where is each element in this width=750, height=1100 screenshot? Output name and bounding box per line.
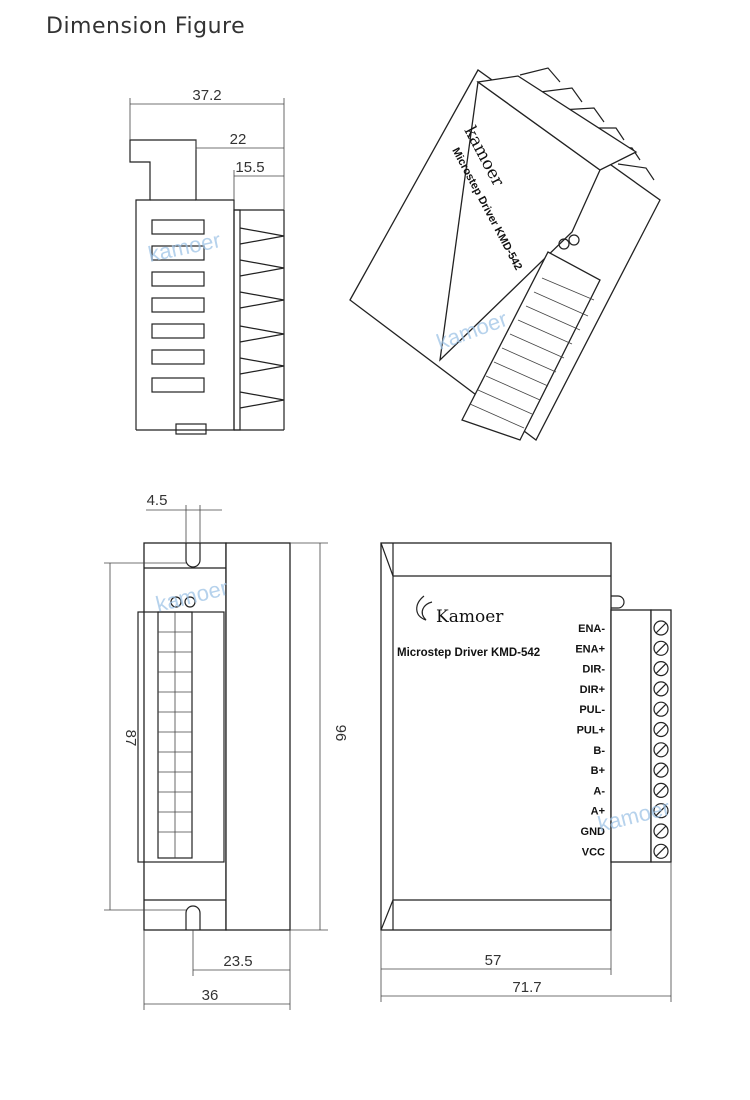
terminal-screw-slot xyxy=(655,805,667,817)
terminal-labels: ENA- ENA+ DIR- DIR+ PUL- PUL+ B- B+ A- A+ GND VCC xyxy=(575,623,605,858)
terminal-screw xyxy=(653,701,669,717)
terminal-screw-slot xyxy=(655,764,667,776)
terminal-screw-slot xyxy=(655,724,667,735)
isometric-view: kamoer Microstep Driver KMD-542 kamoer xyxy=(349,67,661,441)
front-view: 4.5 87 96 23.5 36 kamoer xyxy=(104,492,349,1010)
terminal-screw-slot xyxy=(655,703,667,715)
terminal-screw xyxy=(653,782,669,799)
terminal-label: ENA- xyxy=(578,623,605,635)
model-label: Microstep Driver KMD-542 xyxy=(397,647,540,659)
terminal-label: PUL+ xyxy=(577,725,605,737)
top-view: Kamoer Microstep Driver KMD-542 ENA- ENA+… xyxy=(380,542,672,1002)
terminal-screw-slot xyxy=(655,784,667,796)
terminal-label: GND xyxy=(581,826,606,838)
dim-side-body-width: 22 xyxy=(230,131,247,148)
terminal-screw xyxy=(653,762,669,778)
dim-front-height: 96 xyxy=(332,725,349,742)
dim-side-fin-width: 15.5 xyxy=(235,159,264,176)
terminal-label: B+ xyxy=(591,765,605,777)
terminal-label: B- xyxy=(593,745,605,757)
terminal-screw xyxy=(653,640,669,656)
terminal-screw xyxy=(653,823,669,839)
terminal-screw xyxy=(653,803,669,819)
dim-top-body-width: 57 xyxy=(485,952,502,969)
terminal-screw-slot xyxy=(655,845,667,857)
terminal-label: DIR+ xyxy=(580,684,605,696)
terminal-label: ENA+ xyxy=(575,643,605,655)
terminal-screw xyxy=(653,660,669,677)
terminal-screw-slot xyxy=(655,663,667,675)
terminal-label: A+ xyxy=(591,806,605,818)
brand-logo: Kamoer xyxy=(436,607,504,627)
terminal-screw xyxy=(653,620,669,636)
dim-front-width: 36 xyxy=(202,987,219,1004)
page-title: Dimension Figure xyxy=(46,14,246,39)
dim-top-total-width: 71.7 xyxy=(512,979,541,996)
dim-front-mount-offset: 4.5 xyxy=(147,492,168,509)
dim-front-hole-spacing: 87 xyxy=(122,730,139,747)
side-view: 37.2 22 15.5 kamoer xyxy=(129,87,285,435)
terminal-label: A- xyxy=(593,785,605,797)
terminal-label: VCC xyxy=(582,846,605,858)
terminal-screw-slot xyxy=(655,744,667,756)
terminal-label: PUL- xyxy=(579,704,605,716)
terminal-screw-slot xyxy=(655,825,667,837)
terminal-screw-slot xyxy=(655,642,667,654)
terminal-screw xyxy=(653,843,669,859)
terminal-screw-slot xyxy=(655,622,667,634)
terminal-label: DIR- xyxy=(582,664,605,676)
dim-front-inner-width: 23.5 xyxy=(223,953,252,970)
terminal-screw xyxy=(653,721,669,738)
dim-side-total-width: 37.2 xyxy=(192,87,221,104)
watermark-text: kamoer xyxy=(146,227,223,267)
terminal-screw xyxy=(653,742,669,758)
terminal-screw-slot xyxy=(655,683,667,695)
terminal-screw xyxy=(653,681,669,697)
